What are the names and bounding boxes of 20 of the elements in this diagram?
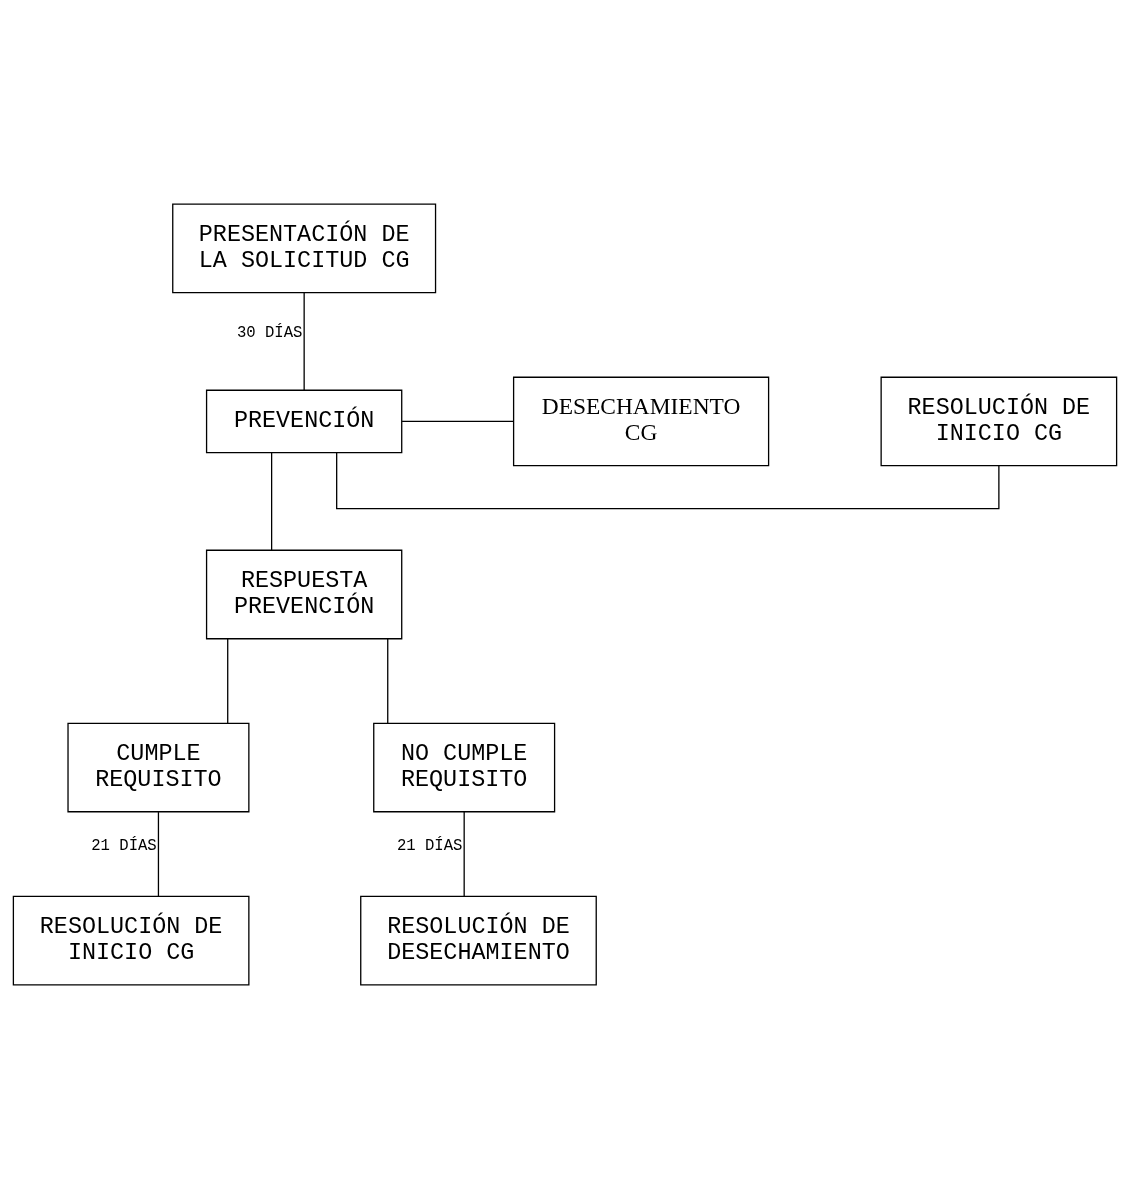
connector: [227, 637, 229, 724]
connector: [303, 291, 305, 391]
connector: [387, 637, 389, 724]
node-box: RESPUESTA PREVENCIÓN: [205, 549, 403, 639]
connector: [401, 420, 515, 422]
connector: [336, 451, 1000, 509]
node-box: RESOLUCIÓN DE DESECHAMIENTO: [360, 895, 597, 985]
edge-label: 21 DÍAS: [396, 836, 463, 855]
node-box: RESOLUCIÓN DE INICIO CG: [12, 895, 250, 985]
connector: [157, 810, 160, 897]
edge-label: 30 DÍAS: [236, 323, 303, 342]
edge-label: 21 DÍAS: [91, 836, 157, 855]
node-box: PRESENTACIÓN DE LA SOLICITUD CG: [172, 203, 437, 293]
node-box: DESECHAMIENTO CG: [512, 376, 770, 466]
node-box: CUMPLE REQUISITO: [67, 722, 250, 812]
connector: [463, 810, 465, 897]
node-box: RESOLUCIÓN DE INICIO CG: [880, 376, 1118, 466]
node-box: PREVENCIÓN: [205, 389, 403, 453]
connector: [271, 451, 273, 551]
node-box: NO CUMPLE REQUISITO: [373, 722, 556, 812]
